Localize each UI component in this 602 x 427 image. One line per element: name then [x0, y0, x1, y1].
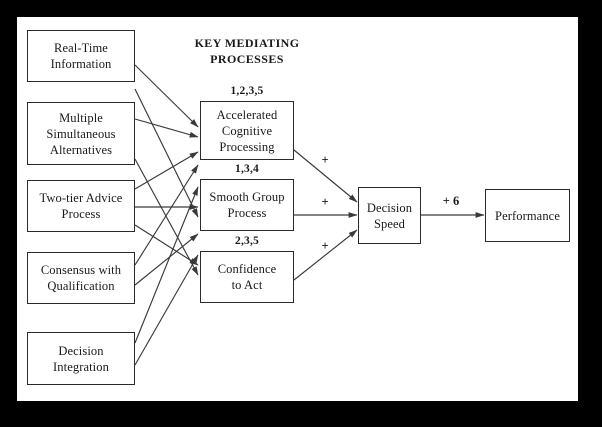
sign-decision-speed-to-performance: + 6	[442, 194, 460, 208]
node-consensus-with-qualification[interactable]: Consensus with Qualification	[27, 252, 135, 304]
node-performance[interactable]: Performance	[485, 189, 570, 242]
node-confidence-to-act[interactable]: Confidence to Act	[200, 251, 294, 303]
node-performance-label: Performance	[495, 208, 560, 223]
node-real-time-information[interactable]: Real-Time Information	[27, 30, 135, 82]
node-decision-speed[interactable]: Decision Speed	[358, 187, 421, 244]
edge-cwq-to-acp	[134, 164, 199, 266]
node-two-tier-advice-process-label: Two-tier Advice Process	[39, 191, 123, 221]
edge-di-to-sgp	[134, 186, 199, 344]
node-confidence-to-act-label: Confidence to Act	[217, 262, 277, 292]
node-decision-integration-label: Decision Integration	[53, 343, 109, 374]
edge-rti-to-sgp	[134, 88, 199, 218]
sources-label-smooth-group-process: 1,3,4	[235, 163, 259, 175]
node-smooth-group-process-label: Smooth Group Process	[209, 190, 285, 220]
node-real-time-information-label: Real-Time Information	[50, 41, 112, 71]
sign-sgp-to-decision-speed: +	[321, 195, 329, 209]
node-decision-integration[interactable]: Decision Integration	[27, 332, 135, 385]
key-mediating-processes-header: KEY MEDIATING PROCESSES	[194, 36, 300, 66]
sources-label-confidence-to-act: 2,3,5	[235, 235, 259, 247]
edge-cta-to-decision-speed	[293, 229, 358, 281]
node-consensus-with-qualification-label: Consensus with Qualification	[40, 263, 122, 293]
edge-msa-to-cta	[134, 158, 199, 276]
node-multiple-simultaneous-alternatives[interactable]: Multiple Simultaneous Alternatives	[27, 102, 135, 165]
diagram-arrows	[134, 64, 485, 366]
sources-label-accelerated-cognitive-processing: 1,2,3,5	[230, 85, 264, 97]
edge-msa-to-acp	[134, 118, 199, 138]
node-accelerated-cognitive-processing-label: Accelerated Cognitive Processing	[216, 107, 278, 154]
edge-rti-to-acp	[134, 64, 199, 128]
sign-cta-to-decision-speed: +	[321, 239, 329, 253]
node-accelerated-cognitive-processing[interactable]: Accelerated Cognitive Processing	[200, 101, 294, 160]
sign-acp-to-decision-speed: +	[321, 153, 329, 167]
node-two-tier-advice-process[interactable]: Two-tier Advice Process	[27, 180, 135, 232]
node-smooth-group-process[interactable]: Smooth Group Process	[200, 179, 294, 231]
edge-cwq-to-sgp	[134, 233, 199, 286]
edge-acp-to-decision-speed	[293, 149, 358, 203]
diagram-canvas: KEY MEDIATING PROCESSES Real-Time Inform…	[17, 17, 578, 401]
node-multiple-simultaneous-alternatives-label: Multiple Simultaneous Alternatives	[46, 110, 116, 157]
edge-di-to-cta	[134, 254, 199, 366]
node-decision-speed-label: Decision Speed	[366, 200, 413, 231]
edge-ttap-to-cta	[134, 224, 199, 266]
edge-ttap-to-acp	[134, 151, 199, 190]
